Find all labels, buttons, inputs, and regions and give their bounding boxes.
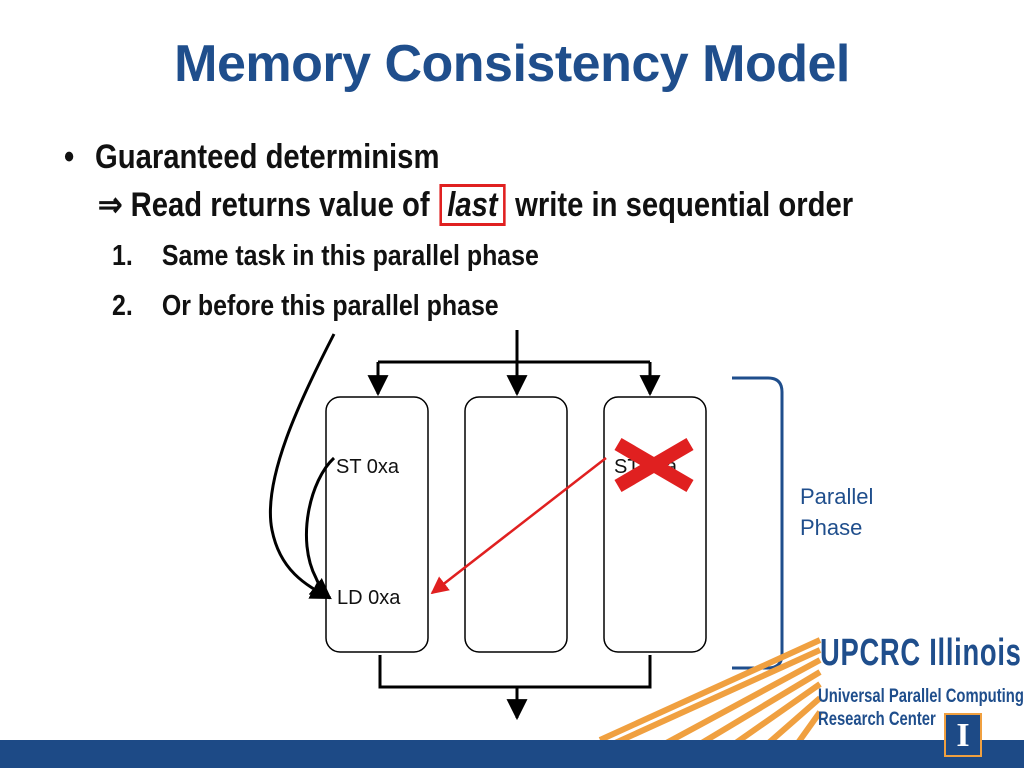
phase-label-line1: Parallel bbox=[800, 484, 873, 509]
arrow-before-phase-to-load bbox=[268, 333, 336, 600]
footer-band bbox=[0, 740, 1024, 768]
item-number: 2. bbox=[112, 290, 133, 322]
brand-name: UPCRC Illinois bbox=[820, 632, 1022, 674]
bullet-text: Guaranteed determinism bbox=[94, 138, 440, 176]
invalid-cross-task-arrow bbox=[430, 457, 607, 595]
illinois-logo-icon: I bbox=[944, 713, 982, 757]
numbered-item-1: 1. Same task in this parallel phase bbox=[112, 240, 539, 273]
task-box-1 bbox=[325, 396, 429, 653]
phase-bracket bbox=[732, 376, 784, 670]
cross-out-icon bbox=[614, 437, 694, 493]
phase-label-line2: Phase bbox=[800, 515, 862, 540]
join-lines bbox=[378, 655, 652, 718]
task-box-2 bbox=[464, 396, 568, 653]
numbered-item-2: 2. Or before this parallel phase bbox=[112, 290, 499, 323]
slide-title: Memory Consistency Model bbox=[174, 35, 850, 93]
item-number: 1. bbox=[112, 240, 133, 272]
item-text: Same task in this parallel phase bbox=[161, 240, 539, 272]
logo-letter: I bbox=[956, 717, 970, 754]
implies-icon: ⇒ bbox=[98, 186, 123, 224]
brand-subtitle-2: Research Center bbox=[818, 709, 936, 730]
arrow-store-to-load bbox=[304, 456, 336, 600]
sub-suffix: write in sequential order bbox=[507, 186, 854, 224]
bullet-guaranteed-determinism: • Guaranteed determinism bbox=[64, 138, 439, 177]
task1-store-label: ST 0xa bbox=[336, 456, 400, 478]
task-box-3 bbox=[603, 396, 707, 653]
last-emphasis-box: last bbox=[439, 184, 506, 226]
item-text: Or before this parallel phase bbox=[161, 290, 499, 322]
task1-load-label: LD 0xa bbox=[337, 587, 401, 609]
sub-prefix: Read returns value of bbox=[122, 186, 438, 224]
brand-subtitle-1: Universal Parallel Computing bbox=[818, 686, 1024, 707]
bullet-marker: • bbox=[64, 138, 75, 176]
sub-bullet-read-returns: ⇒ Read returns value of last write in se… bbox=[98, 184, 853, 226]
